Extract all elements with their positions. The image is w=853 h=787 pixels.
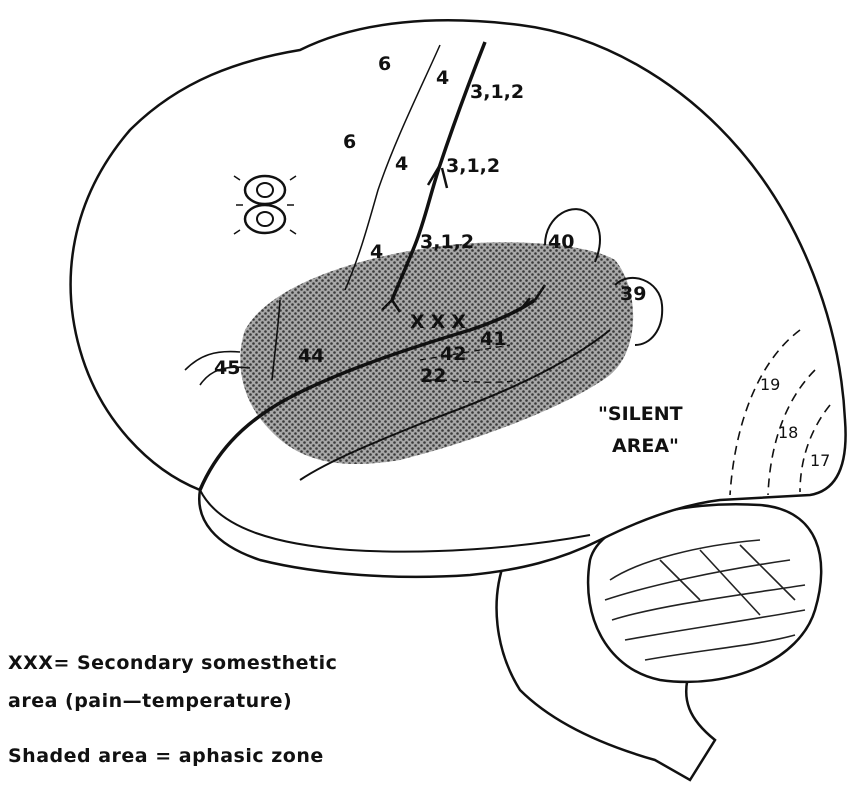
xxx-marker: XXX [410, 311, 472, 333]
area-22-label: 22 [420, 365, 446, 387]
legend-xxx-line1: XXX= Secondary somesthetic [8, 652, 337, 674]
area-44-label: 44 [298, 345, 324, 367]
area-3-1-2-label: 3,1,2 [420, 231, 474, 253]
area-39-label: 39 [620, 283, 646, 305]
area-6-label: 6 [343, 131, 356, 153]
area-17-label: 17 [810, 451, 830, 470]
area-42-label: 42 [440, 343, 466, 365]
area-45-label: 45 [214, 357, 240, 379]
area-40-label: 40 [548, 231, 574, 253]
legend-xxx-line2: area (pain—temperature) [8, 690, 292, 712]
silent-area-label: "SILENT [598, 403, 683, 425]
area-41-label: 41 [480, 328, 506, 350]
area-18-label: 18 [778, 423, 798, 442]
area-6-label: 6 [378, 53, 391, 75]
area-4-label: 4 [436, 67, 449, 89]
area-3-1-2-label: 3,1,2 [446, 155, 500, 177]
legend-shaded: Shaded area = aphasic zone [8, 745, 324, 767]
area-4-label: 4 [370, 241, 383, 263]
area-3-1-2-label: 3,1,2 [470, 81, 524, 103]
silent-area-label: AREA" [612, 435, 679, 457]
cerebellum-outline [588, 504, 821, 682]
area-4-label: 4 [395, 153, 408, 175]
area-19-label: 19 [760, 375, 780, 394]
